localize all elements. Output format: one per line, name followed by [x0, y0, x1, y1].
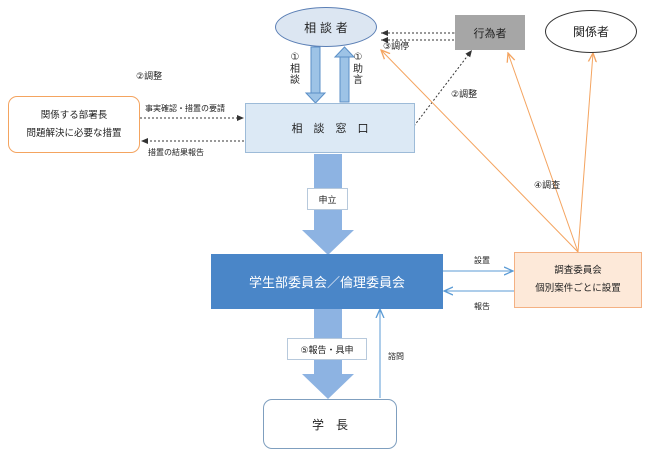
advice-arrow — [333, 46, 356, 103]
dotted-connectors — [140, 30, 473, 144]
consultant-node: 相 談 者 — [275, 7, 377, 47]
committee-label: 学生部委員会／倫理委員会 — [248, 276, 405, 291]
actor-label: 行為者 — [473, 26, 507, 40]
report-label: 報告 — [474, 302, 490, 311]
investigation-node: 調査委員会 個別案件ごとに設置 — [514, 252, 642, 308]
investigate-label: ④調査 — [534, 181, 561, 191]
appeal-label-box: 申立 — [307, 188, 348, 210]
window-node: 相 談 窓 口 — [245, 103, 415, 153]
adjust-right-label: ②調整 — [451, 90, 478, 100]
investigation-line2: 個別案件ごとに設置 — [535, 283, 621, 294]
investigation-line1: 調査委員会 — [554, 265, 602, 276]
president-label: 学 長 — [311, 417, 348, 432]
appeal-label: 申立 — [318, 195, 337, 206]
advice-num: ① — [353, 52, 363, 63]
measure-report-label: 措置の結果報告 — [148, 148, 204, 157]
dept-head-line2: 問題解決に必要な措置 — [26, 127, 122, 139]
report-submit-box: ⑤報告・具申 — [287, 338, 367, 360]
adjust-left-label: ②調整 — [136, 72, 163, 82]
committee-lines — [380, 271, 514, 398]
consult-text: 相談 — [290, 64, 300, 86]
advice-text: 助言 — [353, 64, 363, 86]
consult-arrow — [304, 46, 327, 104]
consultant-label: 相 談 者 — [304, 20, 348, 35]
president-node: 学 長 — [263, 399, 397, 449]
consult-num: ① — [290, 52, 300, 63]
committee-node: 学生部委員会／倫理委員会 — [211, 254, 443, 309]
mediation-label: ③調停 — [383, 42, 410, 52]
related-label: 関係者 — [572, 25, 609, 39]
window-label: 相 談 窓 口 — [291, 122, 369, 135]
fact-check-label: 事実確認・措置の要請 — [145, 104, 225, 113]
related-node: 関係者 — [545, 10, 637, 53]
investigation-lines — [381, 50, 593, 253]
dept-head-line1: 関係する部署長 — [40, 109, 108, 121]
establish-label: 設置 — [474, 256, 490, 265]
inquiry-label: 諮問 — [388, 352, 404, 361]
actor-node: 行為者 — [455, 15, 525, 50]
report-submit-label: ⑤報告・具申 — [300, 345, 354, 356]
dept-head-node: 関係する部署長 問題解決に必要な措置 — [8, 96, 140, 153]
